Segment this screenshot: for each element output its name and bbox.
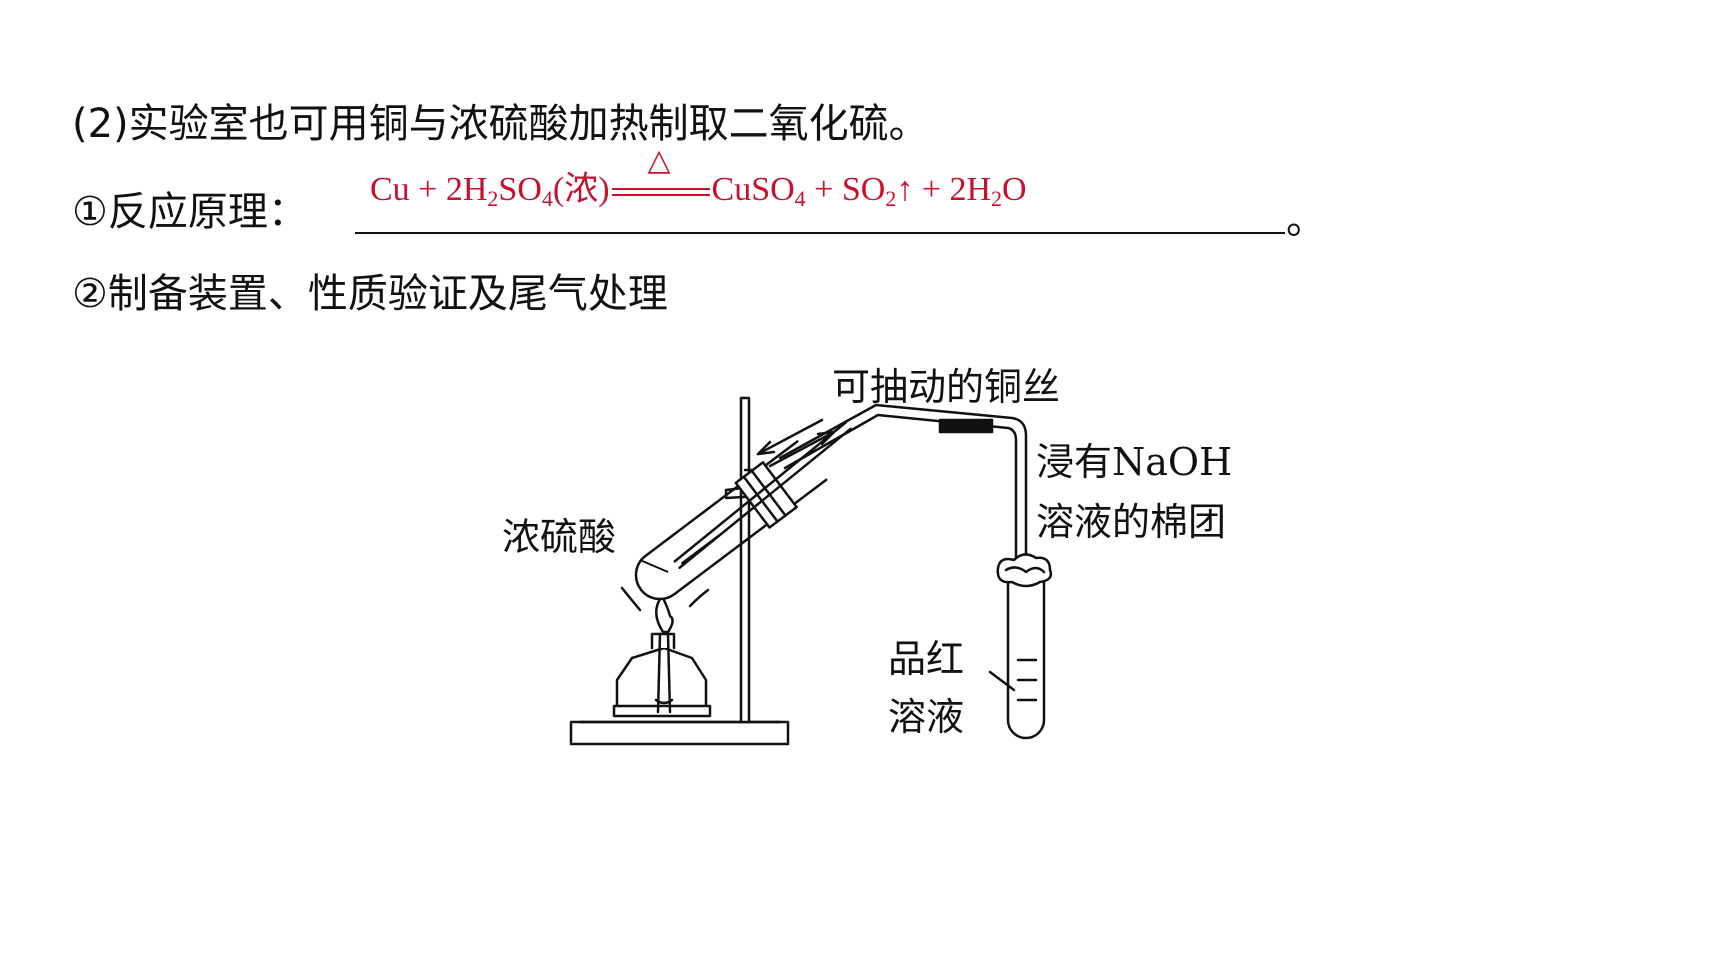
- eq-part: O: [1002, 171, 1027, 208]
- flame: [655, 594, 674, 634]
- reaction-principle-label: ①反应原理：: [72, 189, 308, 235]
- push-arrow: [768, 430, 836, 468]
- lamp-base: [612, 704, 712, 718]
- eq-sub: 4: [541, 186, 553, 211]
- eq-part: ↑ + 2H: [896, 171, 992, 208]
- lamp-neck: [650, 632, 676, 650]
- line-2-period: 。: [1286, 197, 1326, 243]
- eq-sub: 2: [991, 186, 1003, 211]
- chemical-equation: Cu + 2H2SO4(浓)△CuSO4 + SO2↑ + 2H2O: [370, 146, 1027, 211]
- apparatus-heading: ②制备装置、性质验证及尾气处理: [72, 271, 668, 317]
- label-concentrated-acid: 浓硫酸: [502, 515, 616, 559]
- eq-sub: 2: [885, 186, 897, 211]
- heat-symbol: △: [647, 144, 671, 178]
- pinhong-pointer: [988, 670, 1016, 692]
- eq-part: SO: [498, 171, 542, 208]
- wick-coil: [654, 698, 674, 705]
- label-naoh-cotton-1: 浸有NaOH: [1036, 440, 1232, 484]
- eq-arrow: △: [611, 146, 710, 202]
- label-pinhong-1: 品红: [888, 637, 964, 681]
- eq-reactants: Cu + 2H: [370, 171, 488, 208]
- copper-wire: [678, 427, 852, 570]
- equals-sign: [611, 188, 710, 197]
- flame-heat: [620, 586, 710, 612]
- pinhong-test-tube: [1006, 570, 1046, 740]
- eq-part: + SO: [805, 171, 886, 208]
- label-pinhong-2: 溶液: [888, 695, 964, 739]
- label-naoh-cotton-2: 溶液的棉团: [1036, 500, 1226, 544]
- reaction-test-tube: [634, 421, 852, 601]
- answer-blank: [355, 232, 1285, 234]
- rubber-connector: [938, 418, 994, 434]
- acid-pointer: [639, 559, 669, 573]
- eq-part: (浓): [552, 171, 610, 208]
- eq-part: CuSO: [711, 171, 795, 208]
- delivery-tube-inner: [783, 413, 1018, 702]
- pull-arrow: [756, 418, 824, 456]
- eq-sub: 4: [794, 186, 806, 211]
- question-line-1: (2)实验室也可用铜与浓硫酸加热制取二氧化硫。: [72, 101, 929, 147]
- lamp-wick: [656, 632, 672, 714]
- stand-base: [569, 720, 790, 746]
- alcohol-lamp: [615, 646, 708, 716]
- stand-rod: [739, 396, 751, 724]
- label-copper-wire: 可抽动的铜丝: [832, 365, 1060, 409]
- eq-sub: 2: [487, 186, 499, 211]
- pinhong-solution: [1016, 658, 1038, 702]
- delivery-tube: [778, 403, 1028, 712]
